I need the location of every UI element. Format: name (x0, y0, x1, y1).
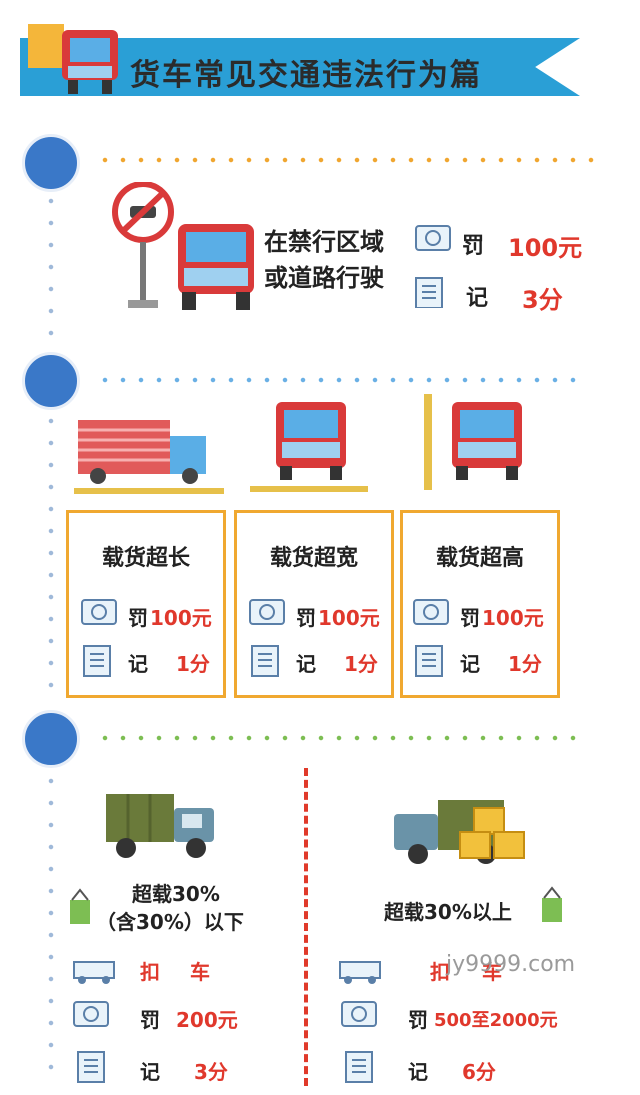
points-value: 1分 (176, 652, 210, 676)
dashed-separator (304, 768, 308, 1086)
dotted-divider (96, 377, 576, 383)
points-value: 1分 (508, 652, 542, 676)
points-label: 记 (296, 652, 316, 676)
right-title: 超载30%以上 (384, 900, 512, 924)
cargo-truck-icon (106, 794, 214, 858)
points-label: 记 (460, 652, 480, 676)
money-icon (81, 599, 117, 625)
document-icon (415, 277, 443, 308)
overloaded-truck-icon (394, 800, 525, 864)
long-truck-icon (74, 420, 224, 494)
impound-label-1: 扣 (430, 960, 450, 984)
violation-text-line2: 或道路行驶 (264, 264, 384, 292)
document-icon (415, 645, 443, 677)
fine-value: 100元 (482, 606, 544, 630)
points-value: 6分 (462, 1060, 496, 1084)
fine-value: 100元 (150, 606, 212, 630)
fine-value: 200元 (176, 1008, 238, 1032)
dotted-divider (96, 157, 606, 163)
box-title: 载货超宽 (269, 546, 358, 571)
fine-label: 罚 (128, 606, 148, 630)
fine-label: 罚 (296, 606, 316, 630)
money-icon (341, 1001, 377, 1027)
fine-label: 罚 (408, 1008, 428, 1032)
timeline-dots (48, 410, 54, 700)
fine-label: 罚 (140, 1008, 160, 1032)
box-title: 载货超高 (435, 546, 524, 571)
violation-text-line1: 在禁行区域 (264, 228, 384, 256)
impound-label-1: 扣 (140, 960, 160, 984)
scale-icon (70, 888, 90, 924)
fine-label: 罚 (460, 606, 480, 630)
points-label: 记 (140, 1060, 160, 1084)
points-value: 3分 (194, 1060, 228, 1084)
scale-icon (542, 886, 562, 922)
fine-label: 罚 (462, 234, 485, 259)
dotted-divider (96, 735, 576, 741)
left-title-line1: 超载30% (132, 882, 220, 906)
impound-label-2: 车 (190, 960, 210, 984)
document-icon (345, 1051, 373, 1083)
points-value: 1分 (344, 652, 378, 676)
truck-front-icon (424, 394, 522, 490)
money-icon (415, 225, 451, 251)
document-icon (83, 645, 111, 677)
points-label: 记 (466, 286, 489, 311)
page-title: 货车常见交通违法行为篇 (130, 58, 482, 93)
truck-front-icon (250, 402, 368, 492)
timeline-dots (48, 190, 54, 340)
section-marker (22, 710, 80, 768)
points-value: 3分 (522, 286, 563, 314)
no-entry-sign-icon (112, 182, 174, 308)
fine-value: 100元 (508, 234, 583, 262)
box-title: 载货超长 (101, 546, 190, 571)
money-icon (413, 599, 449, 625)
truck-icon (178, 224, 254, 310)
section-marker (22, 352, 80, 410)
section-marker (22, 134, 80, 192)
watermark: jy9999.com (446, 952, 576, 977)
timeline-dots (48, 770, 54, 1080)
banner-truck-icon (28, 24, 118, 94)
fine-value: 100元 (318, 606, 380, 630)
impound-label-2: 车 (482, 960, 502, 984)
document-icon (251, 645, 279, 677)
tow-truck-icon (339, 961, 381, 984)
points-label: 记 (408, 1060, 428, 1084)
money-icon (249, 599, 285, 625)
fine-value: 500至2000元 (434, 1010, 558, 1031)
money-icon (73, 1001, 109, 1027)
document-icon (77, 1051, 105, 1083)
left-title-line2: （含30%）以下 (96, 910, 244, 934)
tow-truck-icon (73, 961, 115, 984)
points-label: 记 (128, 652, 148, 676)
